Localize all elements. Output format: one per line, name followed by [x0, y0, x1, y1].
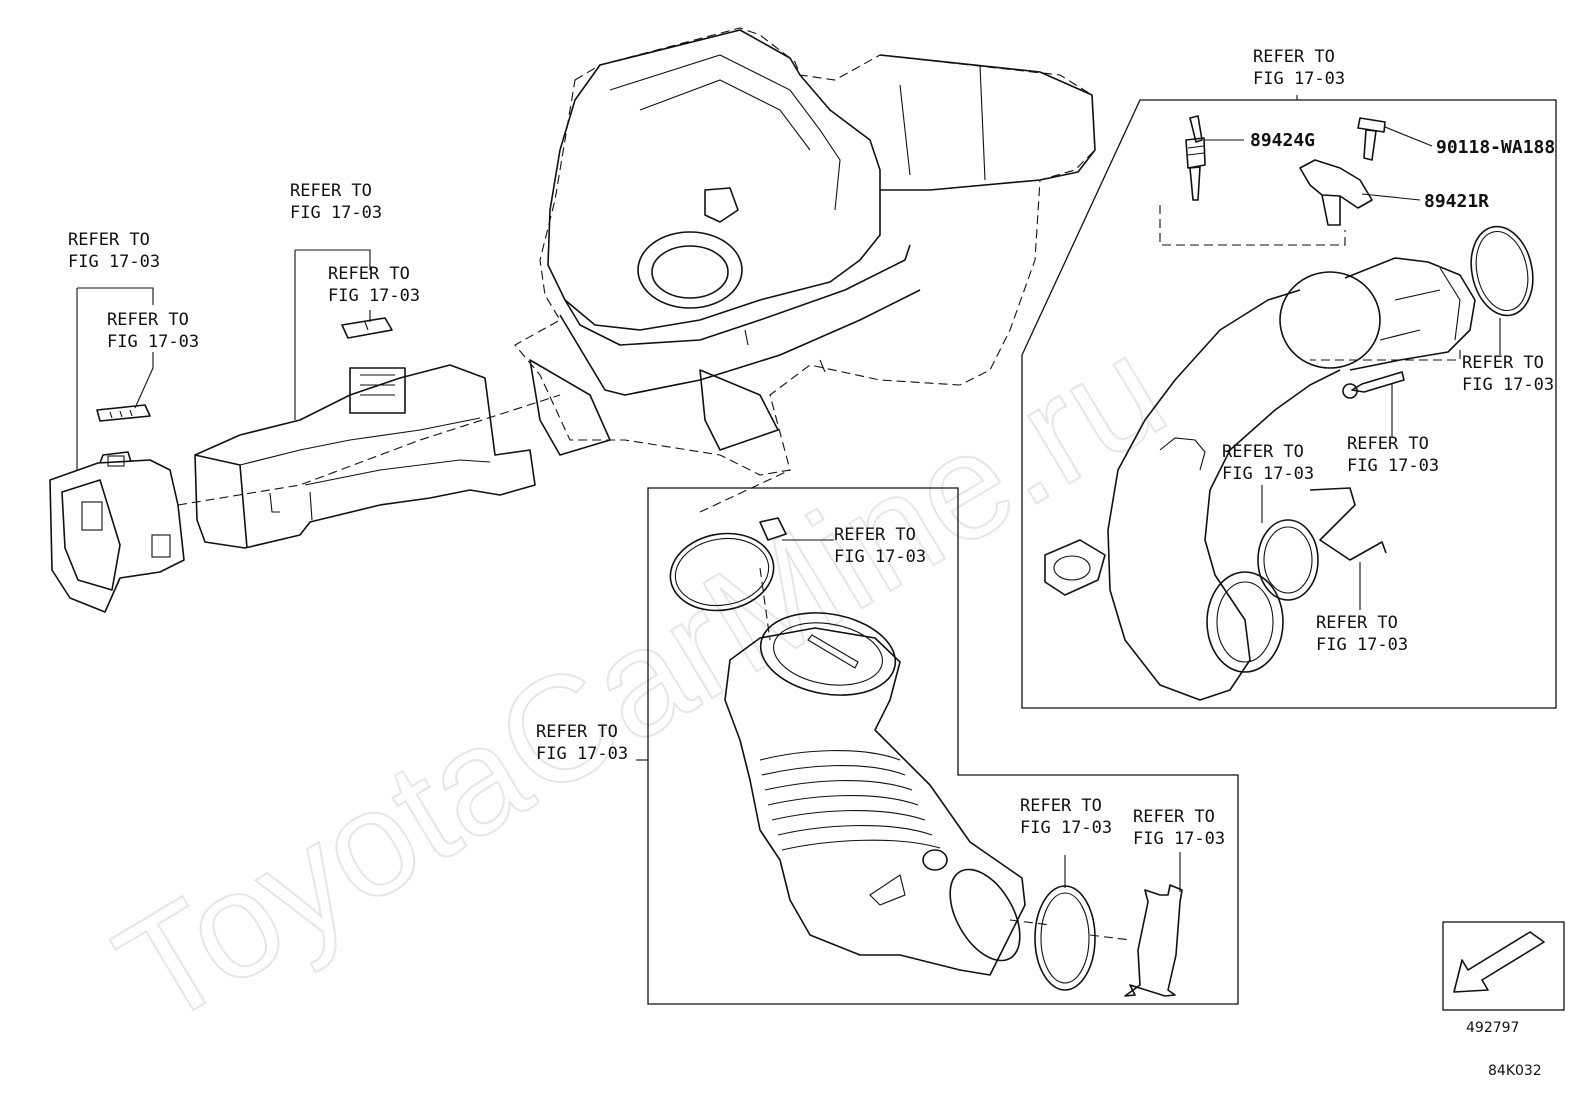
direction-arrow-icon: [1453, 931, 1545, 993]
svg-text:REFER TO: REFER TO: [834, 525, 916, 545]
svg-text:FIG 17-03: FIG 17-03: [1133, 829, 1225, 849]
ref-duct-outer: REFER TO FIG 17-03: [290, 181, 382, 223]
svg-text:FIG 17-03: FIG 17-03: [328, 286, 420, 306]
svg-text:FIG 17-03: FIG 17-03: [834, 547, 926, 567]
svg-text:FIG 17-03: FIG 17-03: [1020, 818, 1112, 838]
ref-air-tube: REFER TO FIG 17-03: [536, 722, 628, 764]
ref-left-inner: REFER TO FIG 17-03: [107, 310, 199, 352]
svg-text:REFER TO: REFER TO: [1253, 47, 1335, 67]
view-arrow-box: [1442, 921, 1565, 1011]
air-hose: [1107, 257, 1476, 701]
air-cleaner-case: [514, 27, 1096, 476]
o-ring-top: [1470, 225, 1534, 317]
watermark: ToyotaCarMine.ru: [90, 304, 1191, 1058]
bolt-90118: [1357, 117, 1386, 161]
svg-text:REFER TO: REFER TO: [68, 230, 150, 250]
right-inset-box: [1021, 99, 1557, 709]
bottom-inset-box: [647, 487, 1239, 1005]
bolt-hose: [1342, 371, 1405, 399]
svg-text:REFER TO: REFER TO: [1133, 807, 1215, 827]
svg-text:REFER TO: REFER TO: [328, 264, 410, 284]
o-ring-mid: [1257, 519, 1319, 601]
spring-clip-bottom: [1124, 884, 1183, 997]
ref-o-ring-mid: REFER TO FIG 17-03: [1222, 442, 1314, 484]
hose-band: [669, 517, 787, 612]
ref-bolt-hose: REFER TO FIG 17-03: [1347, 434, 1439, 476]
svg-text:FIG 17-03: FIG 17-03: [1316, 635, 1408, 655]
inlet-clip: [96, 404, 151, 422]
svg-text:REFER TO: REFER TO: [290, 181, 372, 201]
ref-duct-inner: REFER TO FIG 17-03: [328, 264, 420, 306]
svg-text:FIG 17-03: FIG 17-03: [1222, 464, 1314, 484]
leader-lines: [76, 95, 1501, 892]
figure-code: 84K032: [1488, 1063, 1542, 1079]
inlet-duct: [49, 451, 185, 613]
svg-text:FIG 17-03: FIG 17-03: [1347, 456, 1439, 476]
sensor-89421r: [1299, 159, 1373, 226]
hose-clamp-right: [1044, 539, 1106, 596]
svg-text:FIG 17-03: FIG 17-03: [290, 203, 382, 223]
o-ring-bottom: [1034, 885, 1096, 991]
ref-right-top: REFER TO FIG 17-03: [1253, 47, 1345, 89]
svg-text:FIG 17-03: FIG 17-03: [1462, 375, 1554, 395]
part-89424g-label: 89424G: [1250, 130, 1315, 151]
ref-hose-band: REFER TO FIG 17-03: [834, 525, 926, 567]
svg-text:REFER TO: REFER TO: [1222, 442, 1304, 462]
intake-duct-clip: [341, 317, 393, 339]
svg-text:REFER TO: REFER TO: [107, 310, 189, 330]
svg-text:REFER TO: REFER TO: [1020, 796, 1102, 816]
illustration-number: 492797: [1466, 1020, 1519, 1036]
ref-o-ring-top: REFER TO FIG 17-03: [1462, 353, 1554, 395]
ref-spring-clip-bottom: REFER TO FIG 17-03: [1133, 807, 1225, 849]
svg-text:FIG 17-03: FIG 17-03: [68, 252, 160, 272]
svg-text:REFER TO: REFER TO: [536, 722, 618, 742]
svg-text:REFER TO: REFER TO: [1347, 434, 1429, 454]
sensor-89424g: [1185, 115, 1206, 201]
air-tube-bellows: [724, 612, 1026, 976]
svg-text:FIG 17-03: FIG 17-03: [107, 332, 199, 352]
spring-clip-right: [1309, 487, 1387, 561]
part-89421r-label: 89421R: [1424, 191, 1489, 212]
svg-text:REFER TO: REFER TO: [1462, 353, 1544, 373]
svg-text:REFER TO: REFER TO: [1316, 613, 1398, 633]
intake-duct: [194, 364, 536, 549]
ref-spring-clip-right: REFER TO FIG 17-03: [1316, 613, 1408, 655]
ref-o-ring-bottom: REFER TO FIG 17-03: [1020, 796, 1112, 838]
part-90118-label: 90118-WA188: [1436, 137, 1555, 158]
svg-text:FIG 17-03: FIG 17-03: [1253, 69, 1345, 89]
ref-left-outer: REFER TO FIG 17-03: [68, 230, 160, 272]
svg-text:FIG 17-03: FIG 17-03: [536, 744, 628, 764]
